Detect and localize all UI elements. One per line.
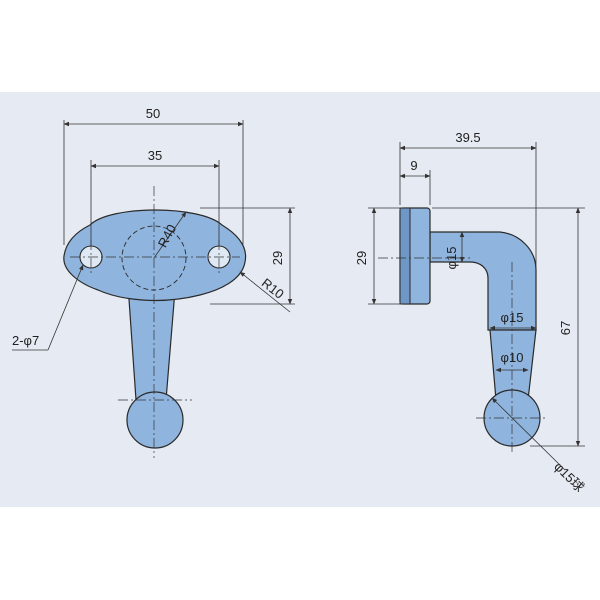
- leader-ball: [491, 397, 566, 471]
- hook-neck: [429, 231, 537, 331]
- dim-height-front: 29: [270, 251, 285, 265]
- dim-total-height: 67: [558, 321, 573, 335]
- dim-neck-dia: φ15: [444, 247, 459, 270]
- dim-holes: 2-φ7: [12, 333, 39, 348]
- dim-width-overall: 50: [146, 106, 160, 121]
- side-view: 39.5 9 29 φ15 φ15 φ10 67 φ15球: [354, 130, 587, 495]
- leader-r40: [153, 211, 187, 259]
- flange-face: [399, 207, 411, 305]
- hook-ball: [126, 391, 184, 449]
- leader-2phi7: [47, 264, 84, 351]
- leader-r10: [239, 271, 291, 313]
- dim-hole-spacing: 35: [148, 148, 162, 163]
- dim-flange: 9: [410, 158, 417, 173]
- base-plate: [63, 209, 247, 302]
- dim-depth-overall: 39.5: [455, 130, 480, 145]
- dim-height-side: 29: [354, 251, 369, 265]
- front-view: 50 35 29 R40 R10 2-φ7: [12, 106, 295, 458]
- dim-lower-dia: φ10: [501, 350, 524, 365]
- dim-arm-dia: φ15: [501, 310, 524, 325]
